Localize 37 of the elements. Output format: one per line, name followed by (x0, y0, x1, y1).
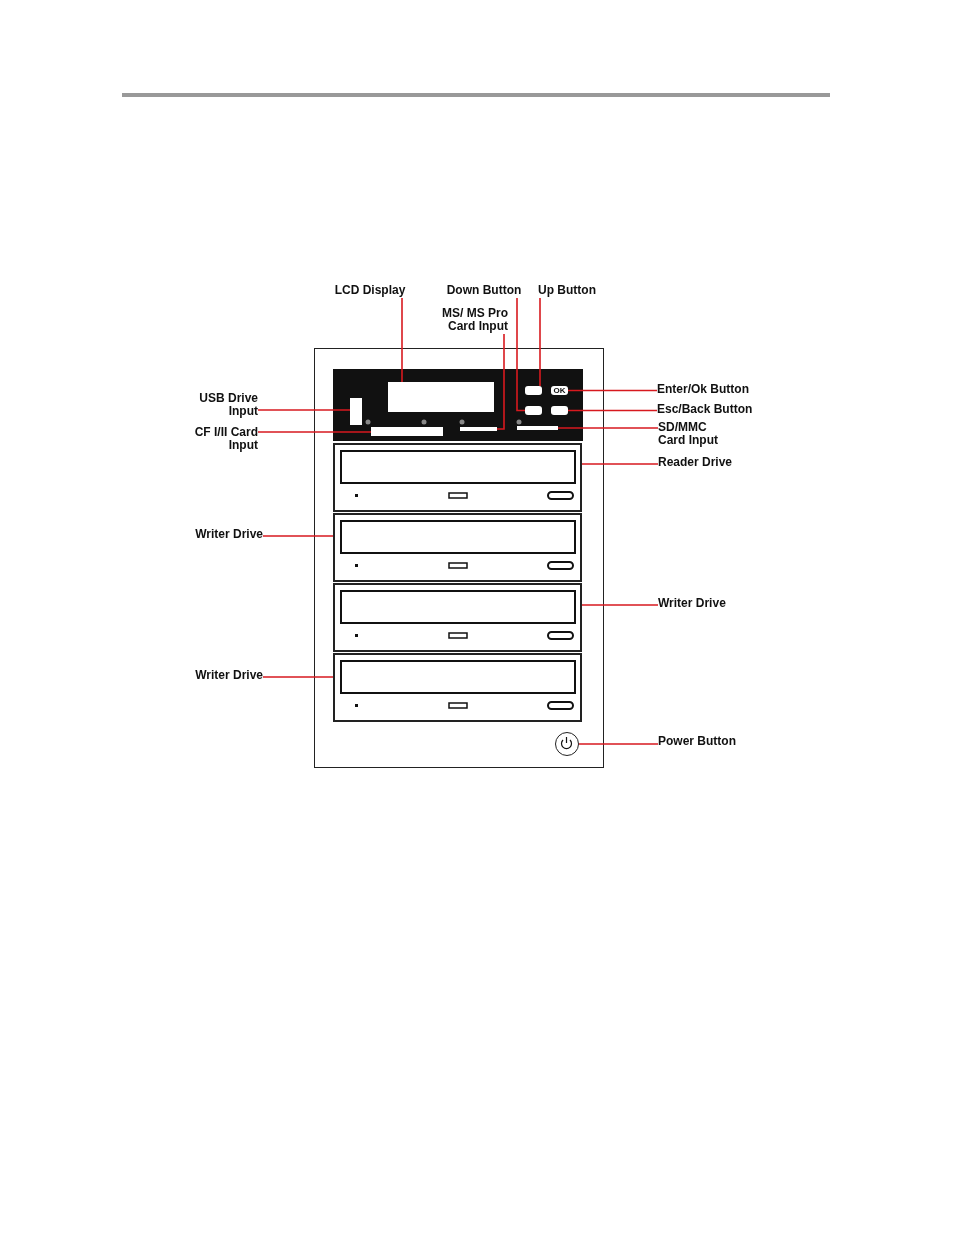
leader-line (578, 743, 659, 745)
callout-label: Esc/Back Button (657, 403, 767, 417)
callout-label: Enter/Ok Button (657, 383, 767, 397)
leader-line (516, 297, 526, 412)
callout-label: Down Button (443, 284, 525, 298)
lcd-screen (388, 382, 494, 412)
callout-label: Reader Drive (658, 456, 748, 470)
callout-label: MS/ MS Pro Card Input (420, 307, 508, 334)
usb-port (350, 398, 362, 425)
leader-line (567, 389, 658, 392)
leader-line (262, 535, 334, 537)
leader-line (401, 297, 403, 383)
callout-label: LCD Display (330, 284, 410, 298)
ok-button: OK (551, 386, 568, 395)
leader-line (567, 409, 658, 412)
callout-label: Writer Drive (658, 597, 748, 611)
card-slot (460, 427, 497, 431)
leader-line (257, 409, 351, 411)
callout-label: CF I/II Card Input (186, 426, 258, 453)
callout-label: SD/MMC Card Input (658, 421, 728, 448)
callout-label: Writer Drive (186, 528, 263, 542)
leader-line (262, 676, 334, 678)
card-slot (517, 426, 558, 430)
leader-line (581, 604, 659, 606)
leader-line (557, 427, 659, 429)
leader-line (496, 333, 505, 430)
callout-label: USB Drive Input (186, 392, 258, 419)
leader-line (581, 463, 659, 465)
leader-line (539, 297, 541, 387)
leader-line (257, 431, 372, 433)
arrow-button (525, 386, 542, 395)
arrow-button (551, 406, 568, 415)
card-slot (371, 427, 443, 436)
callout-label: Writer Drive (186, 669, 263, 683)
arrow-button (525, 406, 542, 415)
callout-label: Up Button (535, 284, 599, 298)
callout-label: Power Button (658, 735, 748, 749)
